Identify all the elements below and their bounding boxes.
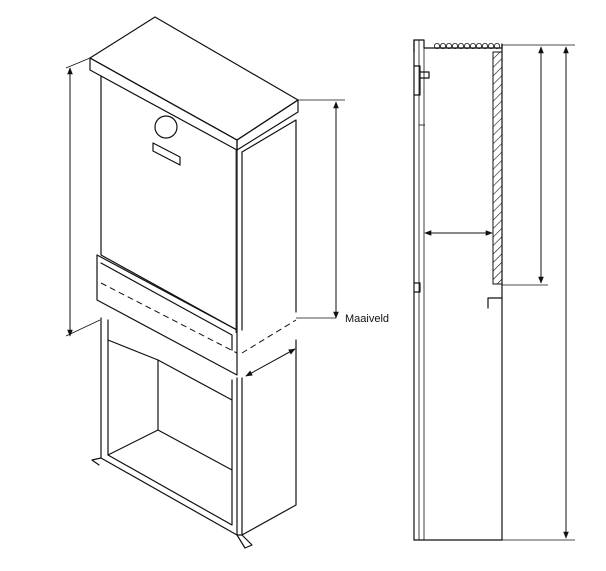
lid-side-face bbox=[236, 99, 299, 151]
left-top-extension bbox=[65, 57, 91, 69]
depth-dimension bbox=[245, 348, 296, 377]
front-band bbox=[96, 254, 238, 376]
hatched-back-panel bbox=[492, 51, 503, 285]
niche-back-corner bbox=[107, 359, 159, 456]
left-foot bbox=[91, 457, 102, 466]
foot-plate bbox=[236, 534, 253, 549]
hinge-pin bbox=[419, 71, 430, 79]
lid-top-face bbox=[89, 16, 299, 141]
body-side-edge bbox=[241, 119, 297, 313]
band-inner-edge bbox=[100, 262, 233, 351]
perspective-view: Maaiveld bbox=[65, 16, 389, 549]
body-front-outline bbox=[100, 75, 238, 331]
ground-line-side bbox=[241, 319, 297, 354]
coil-hinge bbox=[433, 43, 500, 50]
base-inner-outline bbox=[107, 319, 233, 526]
base-side-outline bbox=[241, 339, 297, 536]
ground-level-label: Maaiveld bbox=[345, 313, 389, 325]
niche-top-edge bbox=[107, 339, 233, 401]
ground-line-front bbox=[100, 282, 238, 354]
lid-front-face bbox=[89, 57, 238, 151]
bottom-bracket bbox=[487, 297, 503, 309]
left-extension-line bbox=[65, 319, 101, 337]
niche-floor-edge bbox=[157, 429, 233, 471]
base-front-outline bbox=[100, 317, 238, 536]
flap-catch bbox=[413, 282, 421, 293]
hinge-detail bbox=[413, 65, 421, 96]
lock-circle bbox=[154, 115, 178, 139]
top-cap-section bbox=[413, 39, 503, 49]
side-section-view bbox=[413, 39, 575, 541]
letter-slot bbox=[152, 142, 181, 166]
